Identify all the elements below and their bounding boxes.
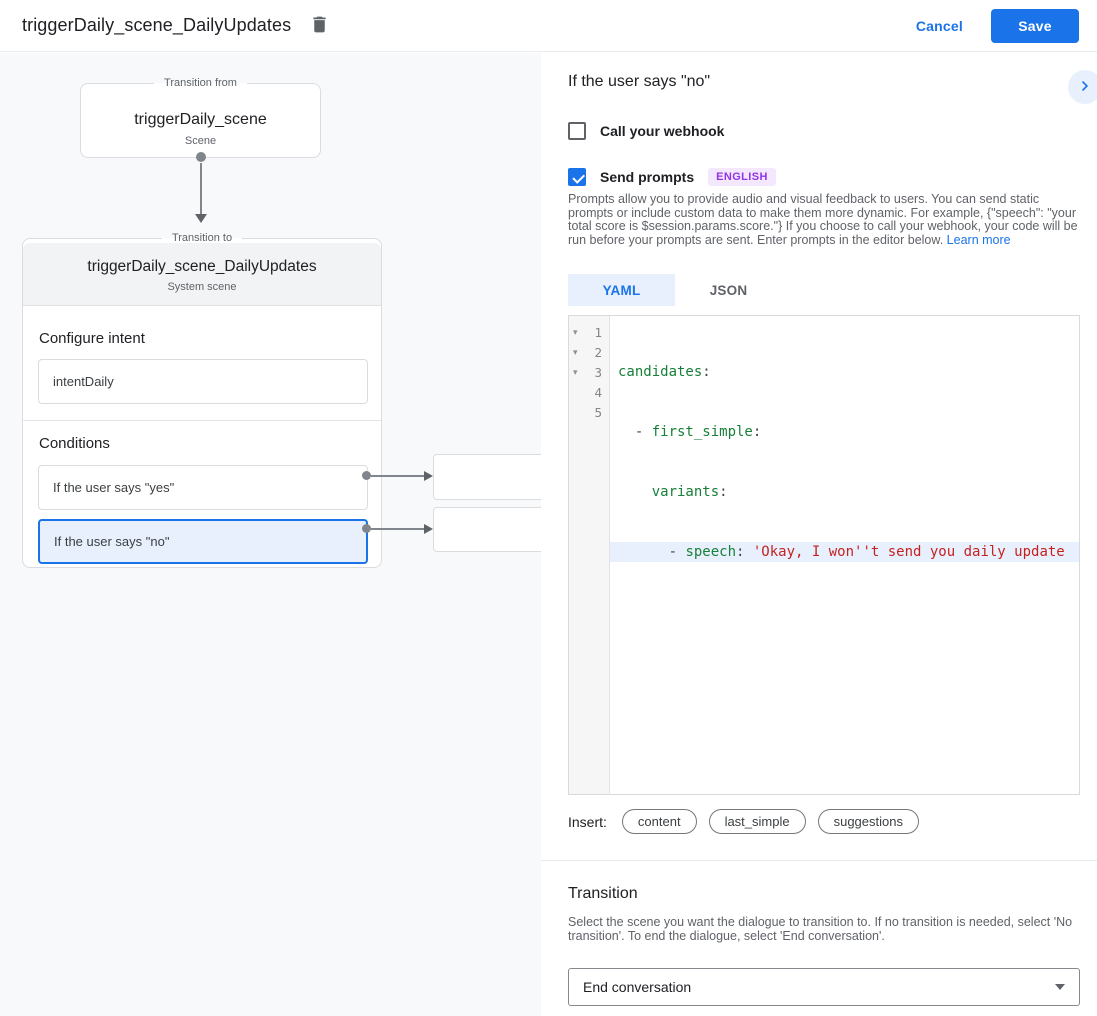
dropdown-caret-icon — [1055, 984, 1065, 990]
editor-format-tabs: YAML JSON — [568, 274, 782, 306]
fold-toggle-icon[interactable] — [569, 327, 585, 338]
save-button[interactable]: Save — [991, 8, 1079, 43]
language-badge: ENGLISH — [708, 168, 776, 186]
collapse-panel-button[interactable] — [1068, 70, 1097, 104]
card-divider — [23, 420, 381, 421]
prompts-description-text: Prompts allow you to provide audio and v… — [568, 192, 1078, 247]
send-prompts-checkbox[interactable] — [568, 168, 586, 186]
line-number: 2 — [594, 344, 602, 360]
webhook-label: Call your webhook — [600, 123, 725, 139]
connector-dot — [362, 471, 371, 480]
transition-from-box[interactable]: Transition from triggerDaily_scene Scene — [80, 77, 321, 158]
fold-toggle-icon[interactable] — [569, 347, 585, 358]
conditions-label: Conditions — [39, 435, 110, 452]
tab-json[interactable]: JSON — [675, 274, 782, 306]
prompt-code-editor: 1 2 3 4 5 candidates: - first_simple: va… — [568, 315, 1080, 795]
cancel-button[interactable]: Cancel — [915, 17, 963, 34]
transition-target-box[interactable] — [433, 507, 541, 552]
connector-line — [371, 528, 425, 530]
code-line: candidates: — [618, 364, 711, 380]
intent-name: intentDaily — [53, 374, 114, 389]
connector-dot — [362, 524, 371, 533]
line-number: 4 — [594, 384, 602, 400]
line-number: 1 — [594, 324, 602, 340]
learn-more-link[interactable]: Learn more — [946, 232, 1011, 247]
section-divider — [541, 860, 1097, 861]
scene-card-header[interactable]: triggerDaily_scene_DailyUpdates System s… — [23, 243, 381, 306]
from-scene-title: triggerDaily_scene — [134, 111, 267, 128]
send-prompts-label: Send prompts — [600, 169, 695, 185]
configure-intent-label: Configure intent — [39, 330, 145, 347]
insert-row: Insert: content last_simple suggestions — [568, 809, 931, 834]
to-scene-title: triggerDaily_scene_DailyUpdates — [87, 258, 317, 275]
condition-item-yes[interactable]: If the user says "yes" — [38, 465, 368, 510]
panel-title: If the user says "no" — [568, 73, 711, 90]
from-scene-type: Scene — [184, 135, 217, 147]
page-title: triggerDaily_scene_DailyUpdates — [22, 15, 292, 35]
editor-gutter: 1 2 3 4 5 — [569, 316, 610, 794]
code-line-highlighted: - speech: 'Okay, I won''t send you daily… — [610, 542, 1079, 562]
transition-select-value: End conversation — [583, 979, 692, 995]
code-line — [610, 602, 1079, 622]
webhook-checkbox[interactable] — [568, 122, 586, 140]
topbar: triggerDaily_scene_DailyUpdates Cancel S… — [0, 0, 1097, 52]
arrow-right-icon — [424, 471, 433, 481]
code-line: - first_simple: — [618, 424, 762, 440]
tab-yaml[interactable]: YAML — [568, 274, 675, 306]
trash-icon — [309, 14, 330, 38]
delete-button[interactable] — [309, 14, 330, 38]
code-area[interactable]: candidates: - first_simple: variants: - … — [610, 316, 1079, 794]
transition-to-legend: Transition to — [171, 232, 233, 244]
fold-toggle-icon[interactable] — [569, 367, 585, 378]
prompts-description: Prompts allow you to provide audio and v… — [568, 192, 1082, 247]
transition-description: Select the scene you want the dialogue t… — [568, 915, 1073, 943]
webhook-row: Call your webhook — [568, 122, 724, 140]
chevron-right-icon — [1075, 76, 1095, 99]
insert-chip-suggestions[interactable]: suggestions — [817, 809, 919, 834]
line-number: 3 — [594, 364, 602, 380]
code-line: variants: — [651, 484, 728, 500]
arrow-down-icon — [195, 214, 207, 223]
connector-dot — [196, 152, 206, 162]
prompts-row: Send prompts ENGLISH — [568, 168, 776, 186]
arrow-right-icon — [424, 524, 433, 534]
connector-line — [371, 475, 425, 477]
transition-from-legend: Transition from — [164, 77, 237, 89]
insert-chip-content[interactable]: content — [621, 809, 697, 834]
transition-select[interactable]: End conversation — [568, 968, 1080, 1006]
condition-detail-panel: If the user says "no" Call your webhook … — [541, 53, 1097, 1016]
condition-item-no[interactable]: If the user says "no" — [38, 519, 368, 564]
transition-section-title: Transition — [568, 885, 638, 902]
transition-to-card: triggerDaily_scene_DailyUpdates System s… — [22, 232, 382, 568]
condition-no-label: If the user says "no" — [54, 534, 170, 549]
to-scene-type: System scene — [167, 281, 237, 293]
connector-line — [200, 163, 202, 215]
intent-item[interactable]: intentDaily — [38, 359, 368, 404]
condition-yes-label: If the user says "yes" — [53, 480, 175, 495]
flow-canvas: Transition from triggerDaily_scene Scene… — [0, 53, 541, 1016]
transition-target-box[interactable] — [433, 454, 541, 500]
insert-label: Insert: — [568, 813, 607, 830]
line-number: 5 — [594, 404, 602, 420]
insert-chip-last-simple[interactable]: last_simple — [708, 809, 806, 834]
